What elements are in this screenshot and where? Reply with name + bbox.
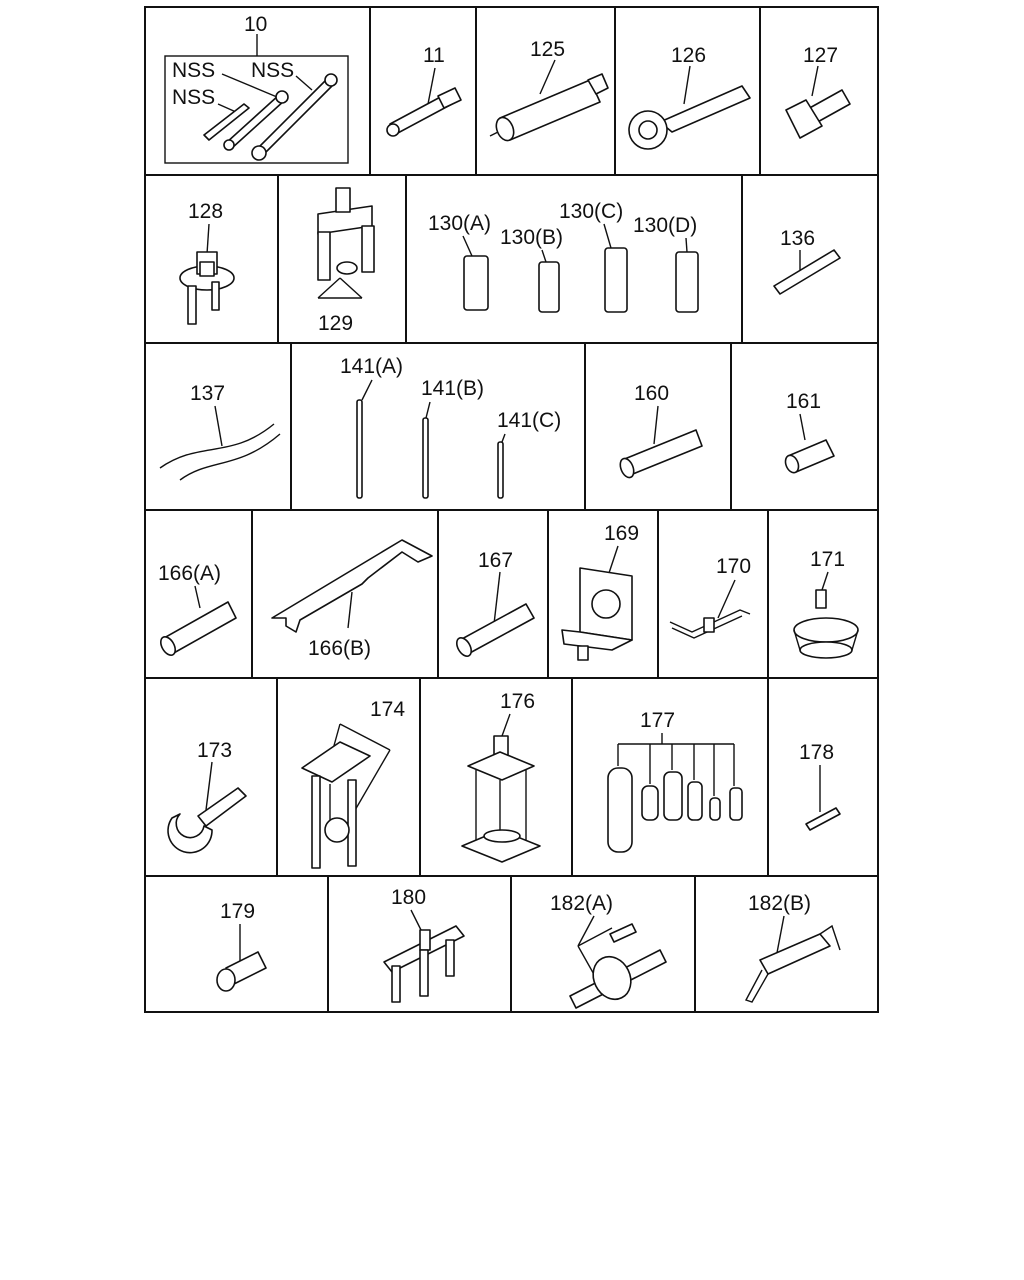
- adapter-large: [607, 767, 633, 853]
- part-178-pin: 178: [799, 741, 841, 831]
- part-182b-adapter: 182(B): [744, 892, 841, 1003]
- socket-130c: [604, 247, 628, 313]
- part-128-puller-plate: 128: [179, 200, 235, 325]
- part-174-label: 174: [370, 698, 405, 721]
- part-141-rods: 141(A) 141(B) 141(C): [340, 355, 561, 499]
- part-11-label: 11: [423, 44, 445, 67]
- part-180-puller: 180: [383, 886, 465, 1003]
- part-129-puller: 129: [317, 187, 375, 335]
- part-127-socket: 127: [785, 44, 851, 139]
- part-167-drift: 167: [455, 549, 535, 657]
- diagram-grid: [144, 6, 879, 1013]
- part-177-adapter-set: 177: [607, 709, 743, 853]
- nss-label-a: NSS: [172, 59, 215, 82]
- part-129-label: 129: [318, 312, 353, 335]
- part-182b-label: 182(B): [748, 892, 811, 915]
- part-160-driver: 160: [619, 382, 703, 479]
- part-125-label: 125: [530, 38, 565, 61]
- socket-130d: [675, 251, 699, 313]
- part-173-pin-spanner: 173: [167, 739, 247, 854]
- part-182a-sliding-hammer: 182(A): [550, 892, 667, 1009]
- part-169-label: 169: [604, 522, 639, 545]
- part-180-label: 180: [391, 886, 426, 909]
- part-160-label: 160: [634, 382, 669, 405]
- part-128-label: 128: [188, 200, 223, 223]
- part-179-label: 179: [220, 900, 255, 923]
- part-169-bracket: 169: [561, 522, 639, 661]
- part-171-puller: 171: [793, 548, 859, 659]
- part-130b-label: 130(B): [500, 226, 563, 249]
- part-137-tweezers: 137: [159, 382, 281, 481]
- part-166a-drift: 166(A): [158, 562, 237, 656]
- part-125-cylinder-tool: 125: [489, 38, 609, 142]
- part-161-socket: 161: [784, 390, 835, 474]
- part-136-label: 136: [780, 227, 815, 250]
- part-173-label: 173: [197, 739, 232, 762]
- part-130-socket-set: 130(A) 130(B) 130(C) 130(D): [428, 200, 699, 313]
- socket-130a: [463, 255, 489, 311]
- part-177-label: 177: [640, 709, 675, 732]
- part-130d-label: 130(D): [633, 214, 697, 237]
- part-167-label: 167: [478, 549, 513, 572]
- part-166b-holder-bar: 166(B): [271, 539, 433, 660]
- part-178-label: 178: [799, 741, 834, 764]
- part-127-label: 127: [803, 44, 838, 67]
- part-166a-label: 166(A): [158, 562, 221, 585]
- nss-label-b: NSS: [251, 59, 294, 82]
- part-141c-label: 141(C): [497, 409, 561, 432]
- part-130c-label: 130(C): [559, 200, 623, 223]
- part-170-crank: 170: [669, 555, 751, 639]
- part-141a-label: 141(A): [340, 355, 403, 378]
- part-136-pin: 136: [773, 227, 841, 295]
- part-141b-label: 141(B): [421, 377, 484, 400]
- part-10-wrench-set: 10 NSS NSS NSS: [164, 13, 349, 164]
- part-174-compressor: 174: [301, 698, 405, 869]
- part-11-extension-bar: 11: [386, 44, 462, 137]
- nss-label-c: NSS: [172, 86, 215, 109]
- rod-141b: [422, 417, 429, 499]
- part-130a-label: 130(A): [428, 212, 491, 235]
- part-137-label: 137: [190, 382, 225, 405]
- wrench-small: [203, 103, 250, 141]
- rod-141a: [356, 399, 363, 499]
- part-10-label: 10: [244, 13, 267, 36]
- part-126-label: 126: [671, 44, 706, 67]
- part-179-adapter: 179: [216, 900, 267, 992]
- wrench-large: [255, 77, 335, 157]
- part-126-box-wrench: 126: [628, 44, 751, 150]
- socket-130b: [538, 261, 560, 313]
- part-166b-label: 166(B): [308, 637, 371, 660]
- part-182a-label: 182(A): [550, 892, 613, 915]
- part-176-label: 176: [500, 690, 535, 713]
- part-170-label: 170: [716, 555, 751, 578]
- part-171-label: 171: [810, 548, 845, 571]
- part-161-label: 161: [786, 390, 821, 413]
- rod-141c: [497, 441, 504, 499]
- part-176-press-frame: 176: [461, 690, 541, 863]
